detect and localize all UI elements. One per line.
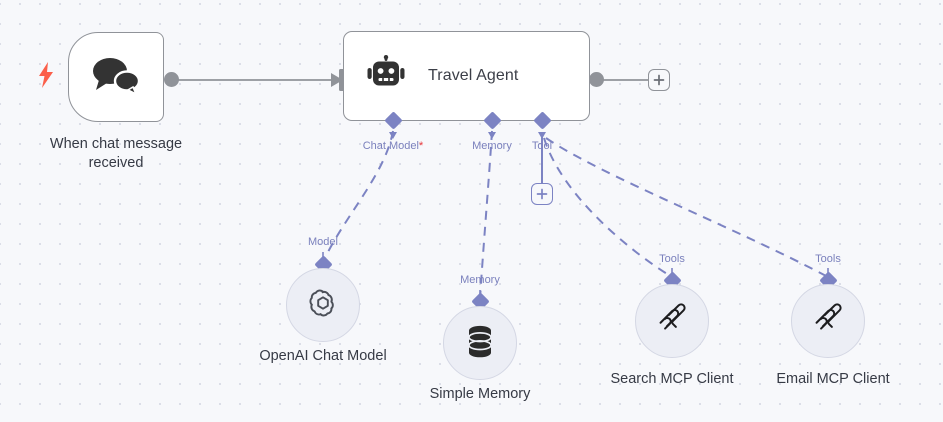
robot-icon xyxy=(366,54,406,98)
port-label-tools-search: Tools xyxy=(659,253,685,265)
lightning-bolt-icon xyxy=(38,62,54,88)
node-caption-search-mcp-client: Search MCP Client xyxy=(610,371,734,387)
mcp-icon xyxy=(656,302,688,340)
node-when-chat-message-received[interactable] xyxy=(68,32,164,122)
node-email-mcp-client[interactable] xyxy=(791,284,865,358)
agent-port-label-tool: Tool xyxy=(531,140,553,152)
node-simple-memory[interactable] xyxy=(443,306,517,380)
node-caption-simple-memory: Simple Memory xyxy=(429,386,531,402)
node-caption-email-mcp-client: Email MCP Client xyxy=(776,371,890,387)
openai-icon xyxy=(306,286,340,325)
mcp-icon xyxy=(812,302,844,340)
port-nub-chat-model xyxy=(389,132,397,139)
agent-title: Travel Agent xyxy=(428,67,519,84)
node-travel-agent[interactable]: Travel Agent xyxy=(343,31,590,121)
add-next-node-button[interactable] xyxy=(648,69,670,91)
port-label-memory-sub: Memory xyxy=(460,274,500,286)
node-caption-chat-trigger: When chat message received xyxy=(49,136,183,171)
chat-bubbles-icon xyxy=(89,55,143,100)
port-nub-memory xyxy=(488,132,496,139)
required-marker: * xyxy=(418,140,424,152)
add-tool-button[interactable] xyxy=(531,183,553,205)
node-openai-chat-model[interactable] xyxy=(286,268,360,342)
agent-port-label-chat-model: Chat Model* xyxy=(362,140,424,152)
port-label-tools-email: Tools xyxy=(815,253,841,265)
node-search-mcp-client[interactable] xyxy=(635,284,709,358)
database-icon xyxy=(465,324,495,363)
agent-port-label-memory: Memory xyxy=(472,140,512,152)
port-label-model: Model xyxy=(308,236,338,248)
agent-output-port[interactable] xyxy=(589,72,604,87)
node-caption-openai-chat-model: OpenAI Chat Model xyxy=(259,348,387,364)
edge-arrowhead xyxy=(331,73,343,87)
trigger-output-port[interactable] xyxy=(164,72,179,87)
port-nub-tool xyxy=(538,132,546,139)
